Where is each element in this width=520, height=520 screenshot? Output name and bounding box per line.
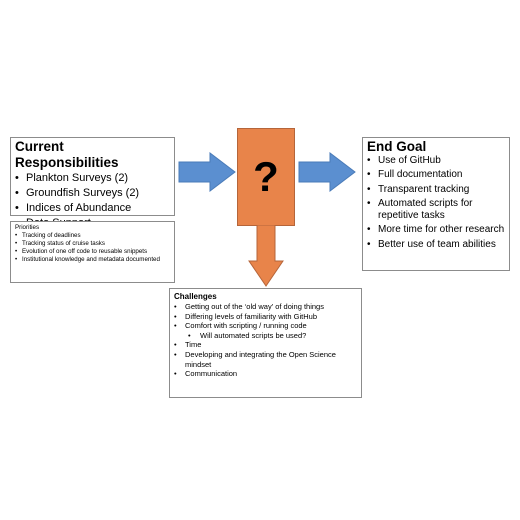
current-responsibilities-box: Current Responsibilities Plankton Survey… (10, 137, 175, 231)
right-arrow-right (298, 152, 356, 192)
list-item: Indices of Abundance (15, 201, 170, 216)
challenges-box: Challenges Getting out of the ‘old way’ … (169, 288, 362, 398)
priorities-list: Tracking of deadlines Tracking status of… (15, 232, 170, 264)
question-box: ? (237, 128, 295, 226)
current-responsibilities-list: Plankton Surveys (2) Groundfish Surveys … (15, 171, 170, 231)
priorities-box: Priorities Tracking of deadlines Trackin… (10, 221, 175, 283)
list-item: Time (174, 340, 357, 350)
list-item: Groundfish Surveys (2) (15, 186, 170, 201)
list-subitem: Will automated scripts be used? (174, 331, 357, 341)
list-item: Use of GitHub (367, 155, 505, 168)
challenges-list: Getting out of the ‘old way’ of doing th… (174, 302, 357, 379)
end-goal-box: End Goal Use of GitHub Full documentatio… (362, 137, 510, 271)
list-item: Transparent tracking (367, 184, 505, 197)
right-arrow-left (178, 152, 236, 192)
list-item: Comfort with scripting / running code (174, 321, 357, 331)
list-item: Communication (174, 369, 357, 379)
list-item: Getting out of the ‘old way’ of doing th… (174, 302, 357, 312)
current-responsibilities-title: Current Responsibilities (15, 139, 119, 170)
list-item: Tracking of deadlines (15, 232, 170, 240)
list-item: Better use of team abilities (367, 239, 505, 252)
end-goal-title: End Goal (367, 139, 427, 154)
list-item: Tracking status of cruise tasks (15, 240, 170, 248)
list-item: More time for other research (367, 224, 505, 237)
list-item: Plankton Surveys (2) (15, 171, 170, 186)
end-goal-list: Use of GitHub Full documentation Transpa… (367, 155, 505, 251)
list-item: Automated scripts for repetitive tasks (367, 198, 505, 223)
list-item: Evolution of one off code to reusable sn… (15, 248, 170, 256)
list-item: Full documentation (367, 169, 505, 182)
list-item: Developing and integrating the Open Scie… (174, 350, 357, 369)
challenges-title: Challenges (174, 292, 217, 301)
list-item: Differing levels of familiarity with Git… (174, 312, 357, 322)
priorities-title: Priorities (15, 224, 40, 231)
list-item: Institutional knowledge and metadata doc… (15, 256, 170, 264)
down-arrow (248, 225, 284, 287)
question-mark: ? (253, 153, 279, 200)
